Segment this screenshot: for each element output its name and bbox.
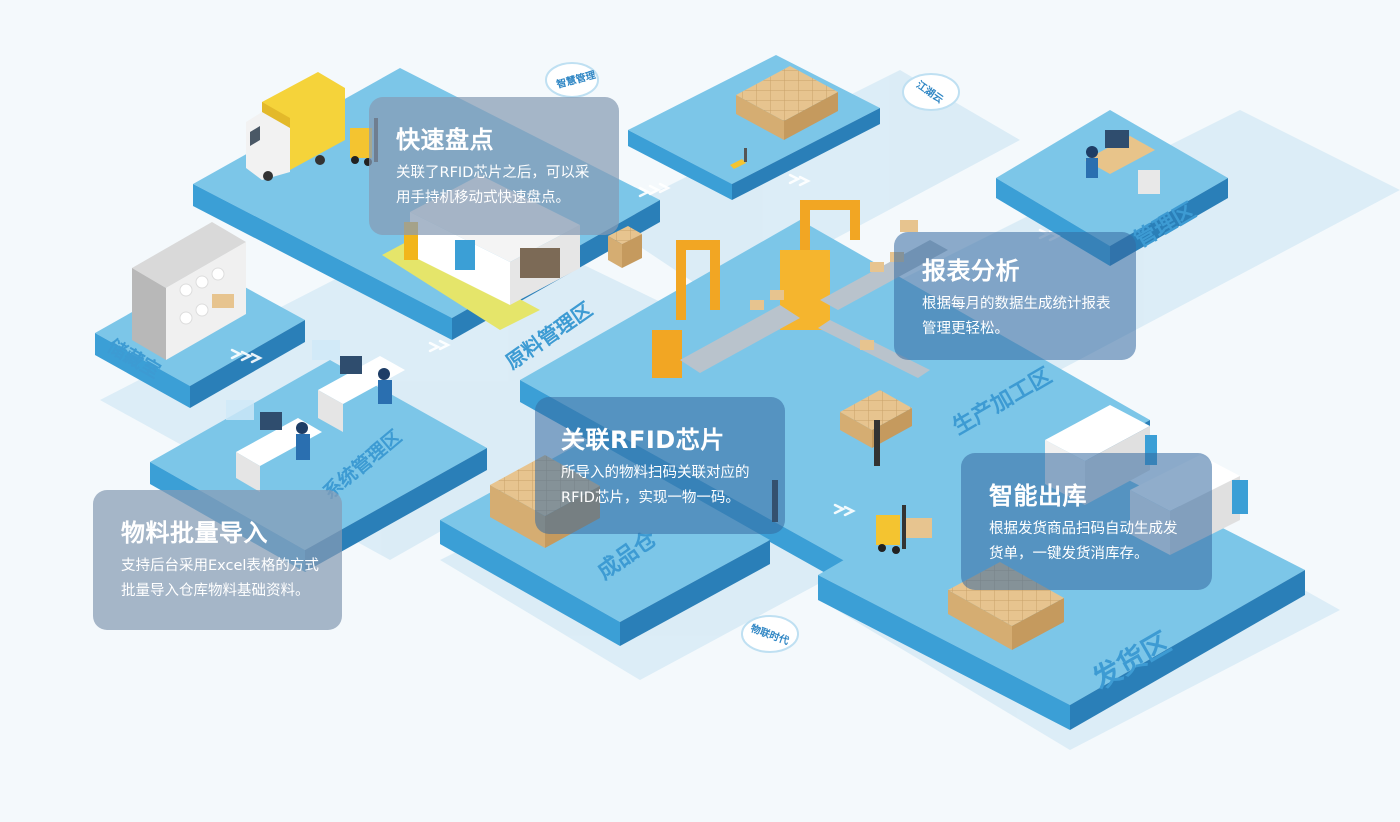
card-desc-line: 货单，一键发货消库存。 — [989, 546, 1149, 562]
card-title: 智能出库 — [989, 482, 1087, 510]
card-desc-line: RFID芯片，实现一物一码。 — [561, 490, 740, 506]
shelf-icon — [132, 222, 246, 360]
pallet-icon — [608, 226, 642, 268]
card-title: 报表分析 — [922, 257, 1020, 285]
card-title: 关联RFID芯片 — [561, 426, 725, 454]
card-title: 物料批量导入 — [121, 519, 268, 547]
card-desc-line: 批量导入仓库物料基础资料。 — [121, 583, 310, 599]
card-desc-line: 管理更轻松。 — [922, 321, 1009, 337]
pallet-icon — [730, 66, 838, 169]
card-desc-line: 用手持机移动式快速盘点。 — [396, 190, 570, 206]
card-rfid-link: 关联RFID芯片 所导入的物料扫码关联对应的 RFID芯片，实现一物一码。 — [535, 397, 785, 534]
forklift-icon — [876, 505, 932, 554]
robot-arm-icon — [652, 200, 860, 378]
card-title: 快速盘点 — [396, 126, 494, 154]
card-desc-line: 支持后台采用Excel表格的方式 — [121, 558, 319, 574]
card-desc-line: 所导入的物料扫码关联对应的 — [561, 465, 750, 481]
chevron-arrows-icon — [230, 173, 1061, 517]
card-smart-outbound: 智能出库 根据发货商品扫码自动生成发 货单，一键发货消库存。 — [961, 453, 1212, 590]
card-desc-line: 根据每月的数据生成统计报表 — [922, 296, 1111, 312]
truck-icon — [246, 72, 345, 181]
card-desc-line: 根据发货商品扫码自动生成发 — [989, 521, 1178, 537]
worker-desk-icon — [1085, 130, 1160, 194]
pallet-icon — [840, 390, 912, 466]
card-batch-import: 物料批量导入 支持后台采用Excel表格的方式 批量导入仓库物料基础资料。 — [93, 490, 342, 630]
worker-desk-icon — [226, 340, 405, 492]
card-desc-line: 关联了RFID芯片之后，可以采 — [396, 165, 590, 181]
card-report-analysis: 报表分析 根据每月的数据生成统计报表 管理更轻松。 — [894, 232, 1136, 360]
card-quick-inventory: 快速盘点 关联了RFID芯片之后，可以采 用手持机移动式快速盘点。 — [369, 97, 619, 235]
